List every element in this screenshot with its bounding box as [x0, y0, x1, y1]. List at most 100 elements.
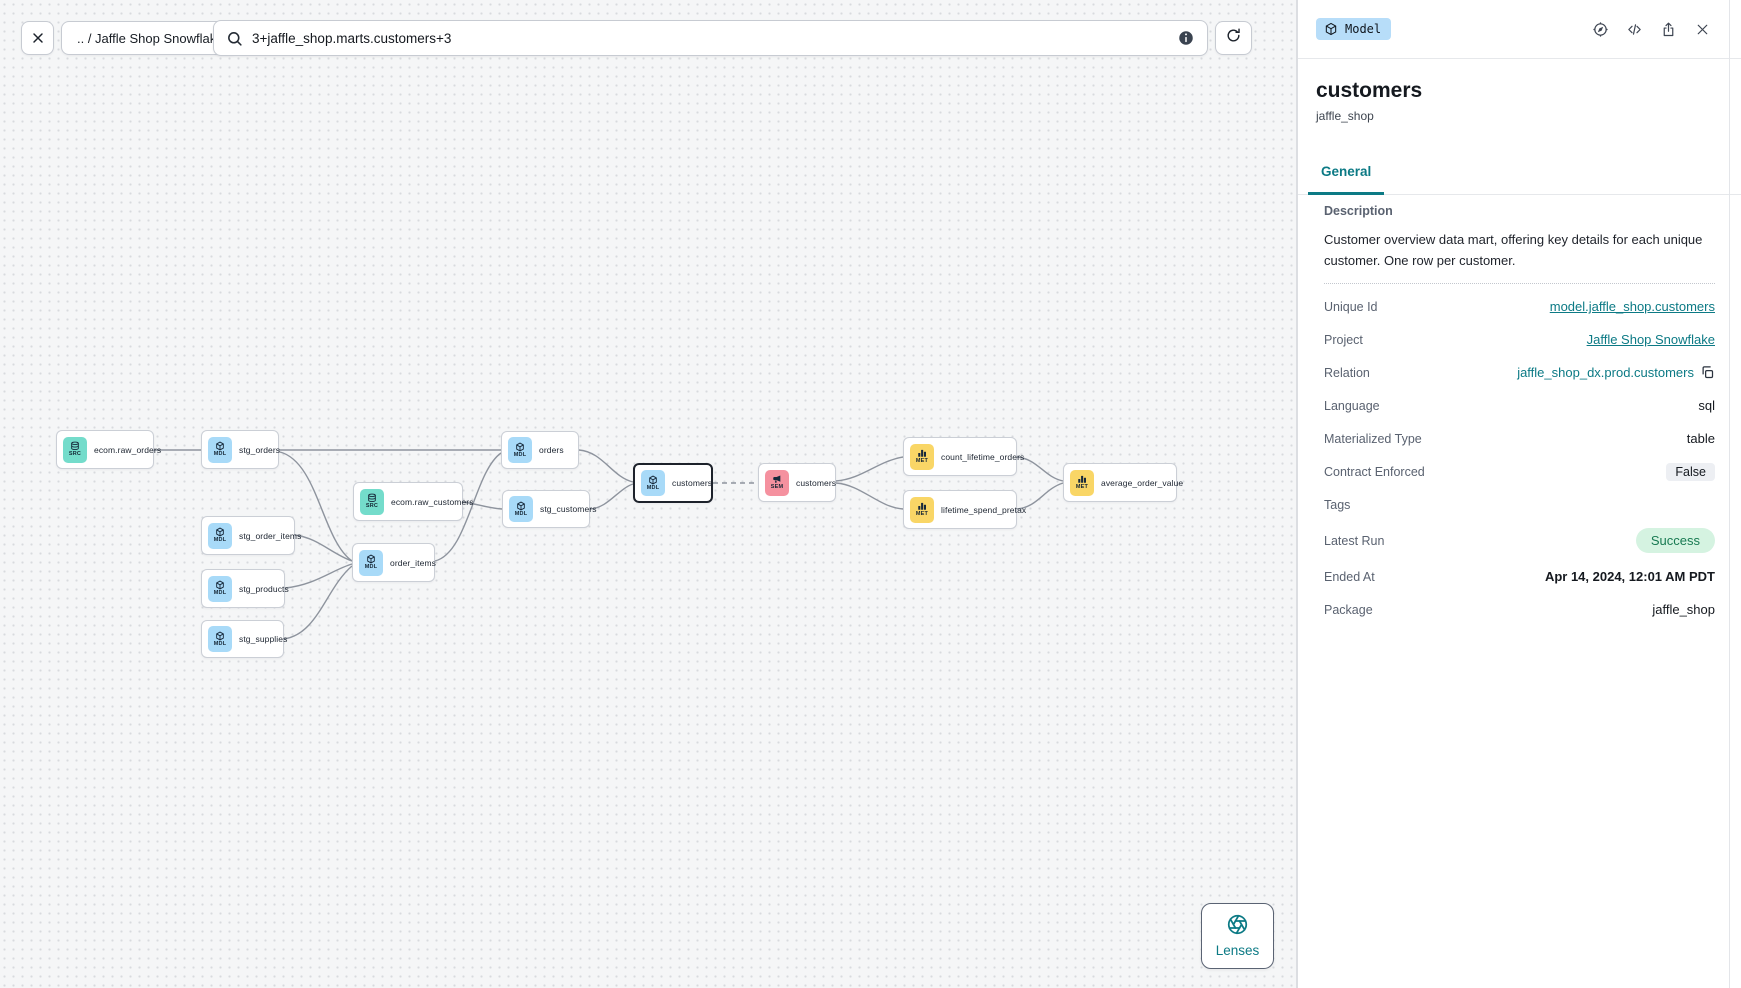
relation-link[interactable]: jaffle_shop_dx.prod.customers — [1517, 365, 1694, 381]
graph-node-customers[interactable]: SEM customers — [758, 463, 836, 502]
copy-icon[interactable] — [1700, 365, 1715, 380]
graph-node-stg_products[interactable]: MDL stg_products — [201, 569, 289, 608]
node-label: count_lifetime_orders — [941, 451, 1025, 462]
language-value: sql — [1698, 398, 1715, 414]
project-link[interactable]: Jaffle Shop Snowflake — [1586, 332, 1715, 348]
node-type-icon-mdl: MDL — [208, 522, 232, 549]
node-type-icon-met: MET — [910, 443, 934, 470]
page-title: customers — [1316, 79, 1423, 102]
refresh-icon — [1225, 27, 1242, 49]
breadcrumb[interactable]: .. / Jaffle Shop Snowflake — [61, 21, 240, 55]
close-lineage-button[interactable] — [21, 21, 54, 55]
node-type-icon-mdl: MDL — [641, 470, 665, 496]
field-row-relation: Relation jaffle_shop_dx.prod.customers — [1324, 356, 1715, 389]
graph-node-stg_orders[interactable]: MDL stg_orders — [201, 430, 281, 469]
node-type-icon-mdl: MDL — [208, 575, 232, 602]
search-input[interactable] — [252, 30, 1168, 46]
code-icon[interactable] — [1626, 21, 1643, 38]
field-label: Unique Id — [1324, 299, 1378, 314]
node-type-icon-sem: SEM — [765, 469, 789, 496]
node-label: lifetime_spend_pretax — [941, 504, 1027, 515]
tab-general[interactable]: General — [1308, 164, 1385, 196]
node-type-icon-mdl: MDL — [208, 626, 232, 652]
node-label: stg_products — [239, 583, 289, 594]
panel-header: Model — [1298, 0, 1741, 59]
ended-at-value: Apr 14, 2024, 12:01 AM PDT — [1544, 569, 1715, 585]
description-label: Description — [1324, 204, 1393, 219]
close-icon — [30, 30, 46, 46]
edge-path — [835, 482, 904, 510]
field-row-language: Language sql — [1324, 389, 1715, 422]
field-label: Materialized Type — [1324, 431, 1422, 446]
field-label: Relation — [1324, 365, 1370, 380]
node-label: ecom.raw_orders — [94, 444, 162, 455]
field-label: Package — [1324, 602, 1373, 617]
edge-path — [284, 563, 353, 589]
node-label: orders — [539, 445, 564, 455]
node-label: customers — [796, 477, 837, 488]
lenses-button[interactable]: Lenses — [1201, 903, 1274, 969]
field-row-materialized-type: Materialized Type table — [1324, 422, 1715, 455]
node-type-icon-mdl: MDL — [509, 496, 533, 522]
search-icon — [226, 30, 243, 47]
field-row-tags: Tags — [1324, 488, 1715, 521]
field-label: Project — [1324, 332, 1363, 347]
panel-title-block: customers jaffle_shop — [1298, 59, 1741, 123]
field-row-project: Project Jaffle Shop Snowflake — [1324, 323, 1715, 356]
node-type-icon-mdl: MDL — [208, 436, 232, 463]
field-row-ended-at: Ended At Apr 14, 2024, 12:01 AM PDT — [1324, 560, 1715, 593]
divider — [1324, 283, 1715, 285]
package-subtitle: jaffle_shop — [1316, 109, 1374, 124]
node-type-icon-mdl: MDL — [359, 549, 383, 576]
model-details-panel: Model customers jaffle_shop General Desc… — [1297, 0, 1741, 988]
general-section: Description Customer overview data mart,… — [1298, 195, 1741, 626]
edge-path — [578, 449, 634, 483]
package-value: jaffle_shop — [1652, 602, 1715, 618]
status-badge: Success — [1635, 528, 1715, 554]
field-label: Ended At — [1324, 569, 1375, 584]
unique-id-link[interactable]: model.jaffle_shop.customers — [1549, 299, 1715, 315]
resource-type-badge: Model — [1316, 18, 1392, 40]
info-icon[interactable] — [1177, 29, 1195, 47]
graph-node-count_lifetime_orders[interactable]: MET count_lifetime_orders — [903, 437, 1024, 476]
panel-tabs: General — [1298, 164, 1741, 196]
node-type-icon-met: MET — [910, 496, 934, 523]
edge-path — [283, 565, 353, 640]
lineage-search[interactable] — [213, 20, 1208, 56]
node-type-icon-src: SRC — [360, 488, 384, 515]
materialized-type-value: table — [1686, 431, 1715, 447]
node-label: stg_orders — [239, 444, 281, 455]
node-type-icon-met: MET — [1070, 469, 1094, 496]
field-label: Language — [1324, 398, 1380, 413]
field-row-unique-id: Unique Id model.jaffle_shop.customers — [1324, 290, 1715, 323]
badge-label: Model — [1345, 22, 1382, 36]
share-icon[interactable] — [1660, 21, 1677, 38]
graph-node-average_order_value[interactable]: MET average_order_value — [1063, 463, 1183, 502]
close-panel-icon[interactable] — [1694, 21, 1711, 38]
node-label: stg_customers — [540, 504, 597, 514]
edge-path — [294, 534, 353, 562]
description-text: Customer overview data mart, offering ke… — [1324, 232, 1703, 269]
graph-node-lifetime_spend_pretax[interactable]: MET lifetime_spend_pretax — [903, 490, 1026, 529]
field-label: Tags — [1324, 497, 1351, 512]
cube-icon — [1325, 22, 1337, 36]
refresh-button[interactable] — [1215, 21, 1252, 55]
contract-enforced-value: False — [1666, 462, 1715, 481]
lenses-label: Lenses — [1215, 943, 1260, 958]
node-label: average_order_value — [1101, 477, 1184, 488]
graph-node-stg_customers[interactable]: MDL stg_customers — [502, 490, 596, 528]
field-row-package: Package jaffle_shop — [1324, 593, 1715, 626]
explore-compass-icon[interactable] — [1592, 21, 1609, 38]
